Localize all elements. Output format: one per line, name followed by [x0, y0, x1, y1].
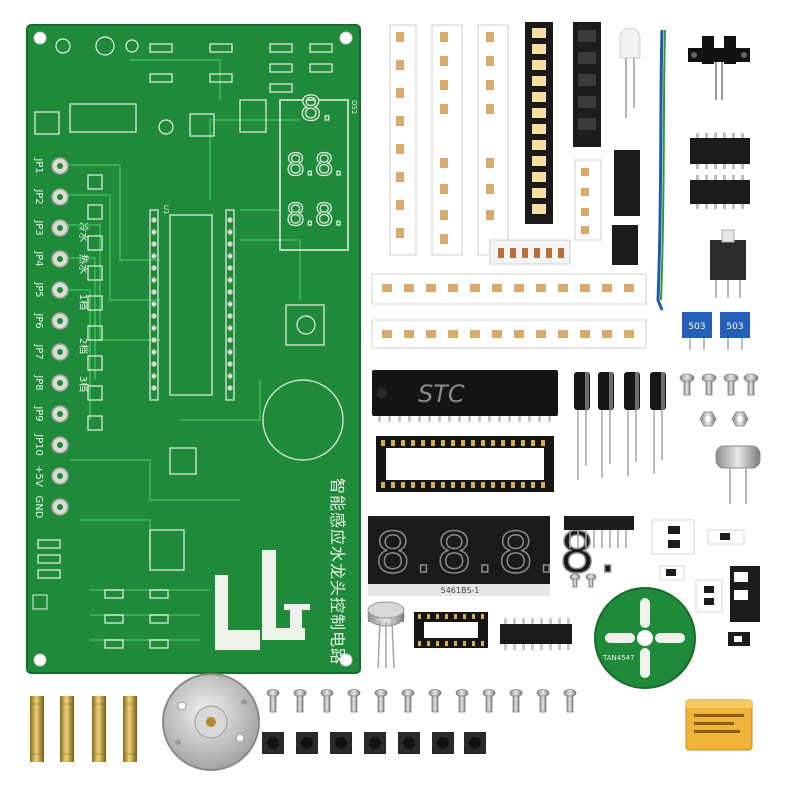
electrolytic-capacitor [598, 372, 614, 478]
smd-transistor-strip [573, 22, 601, 147]
zone-label: 3档 [77, 376, 90, 392]
metal-can-transistor [367, 601, 405, 669]
jp-label: GND [33, 496, 44, 519]
zone-label: 热水 [77, 254, 90, 274]
svg-text:8.: 8. [300, 89, 332, 129]
jp-label: JP4 [33, 250, 44, 266]
pcb-display-footprint: 8. 8.8. 8.8. DS1 [279, 88, 358, 251]
screw-row [266, 689, 577, 713]
ic-ref-label: U1 [162, 205, 170, 215]
resistor-network [564, 516, 634, 548]
jp-label: JP9 [33, 405, 44, 421]
electrolytic-capacitor [650, 372, 666, 474]
smd-strip [612, 225, 638, 265]
dip-chip-16 [500, 618, 572, 650]
mcu-footprint-pads [151, 217, 233, 391]
svg-text:8.8.: 8.8. [286, 148, 343, 183]
display-ref-label: DS1 [350, 100, 358, 114]
trimpot-label: 503 [726, 322, 743, 332]
dip-socket-40 [376, 436, 554, 492]
trimpot: 503 [720, 312, 750, 350]
svg-text:8.8.: 8.8. [286, 198, 343, 233]
jumper-wire [660, 29, 666, 301]
zone-label: 2档 [77, 338, 90, 354]
tactile-switch-row [262, 732, 486, 754]
push-switch [710, 229, 746, 298]
jp-label: JP5 [33, 281, 44, 297]
jumper-wire [656, 29, 664, 311]
pcb-title: 智能感应水龙头控制电路 [328, 478, 347, 665]
smd-strip [614, 150, 640, 216]
soic-chip [690, 133, 750, 169]
dip-socket-16 [414, 612, 488, 648]
pcb-logo-icon [32, 594, 48, 610]
smd-tape-strips-horizontal [371, 273, 647, 349]
soic-chip [690, 175, 750, 209]
clear-led [619, 27, 641, 118]
smd-led-strip [525, 22, 553, 224]
dc-motor [162, 673, 260, 771]
mcu-brand: STC [418, 380, 465, 408]
jp-label: JP7 [33, 343, 44, 359]
pcb-solder-zone [215, 550, 310, 650]
smd-strip [651, 519, 695, 555]
jp-label: JP6 [33, 312, 44, 328]
display-part-number: 5461BS-1 [441, 586, 480, 595]
silkscreen-footprints [34, 36, 344, 649]
svg-text:8.8.8.8.: 8.8.8.8. [375, 521, 621, 586]
sensor-disc-pcb: TAN4547 [594, 587, 696, 689]
jp-label: JP10 [33, 433, 44, 456]
disc-label: TAN4547 [602, 654, 635, 662]
smd-tape-strips-vertical [389, 24, 602, 256]
electrolytic-capacitor [624, 372, 640, 476]
trimpot-label: 503 [688, 322, 705, 332]
jumper-pads [51, 157, 69, 516]
pcb-board: JP1 JP2 JP3 JP4 JP5 JP6 JP7 JP8 JP9 JP10… [26, 24, 361, 674]
crystal-oscillator [715, 445, 761, 504]
trimpot: 503 [682, 312, 712, 350]
jp-label: JP1 [33, 157, 44, 173]
jp-label: +5V [33, 465, 44, 487]
mcu-chip: STC [372, 370, 558, 422]
zone-label: 1档 [77, 294, 90, 310]
smd-strip [695, 579, 723, 613]
electrolytic-capacitor [574, 372, 590, 480]
brass-standoffs [30, 696, 137, 762]
zone-label: 冷水 [77, 222, 90, 242]
screw-set [679, 373, 759, 427]
jp-label: JP3 [33, 219, 44, 235]
jp-label: JP2 [33, 188, 44, 204]
photo-interrupter [688, 36, 750, 100]
relay [685, 699, 753, 751]
jp-label: JP8 [33, 374, 44, 390]
seven-segment-display: 8.8.8.8. 5461BS-1 [368, 516, 621, 596]
